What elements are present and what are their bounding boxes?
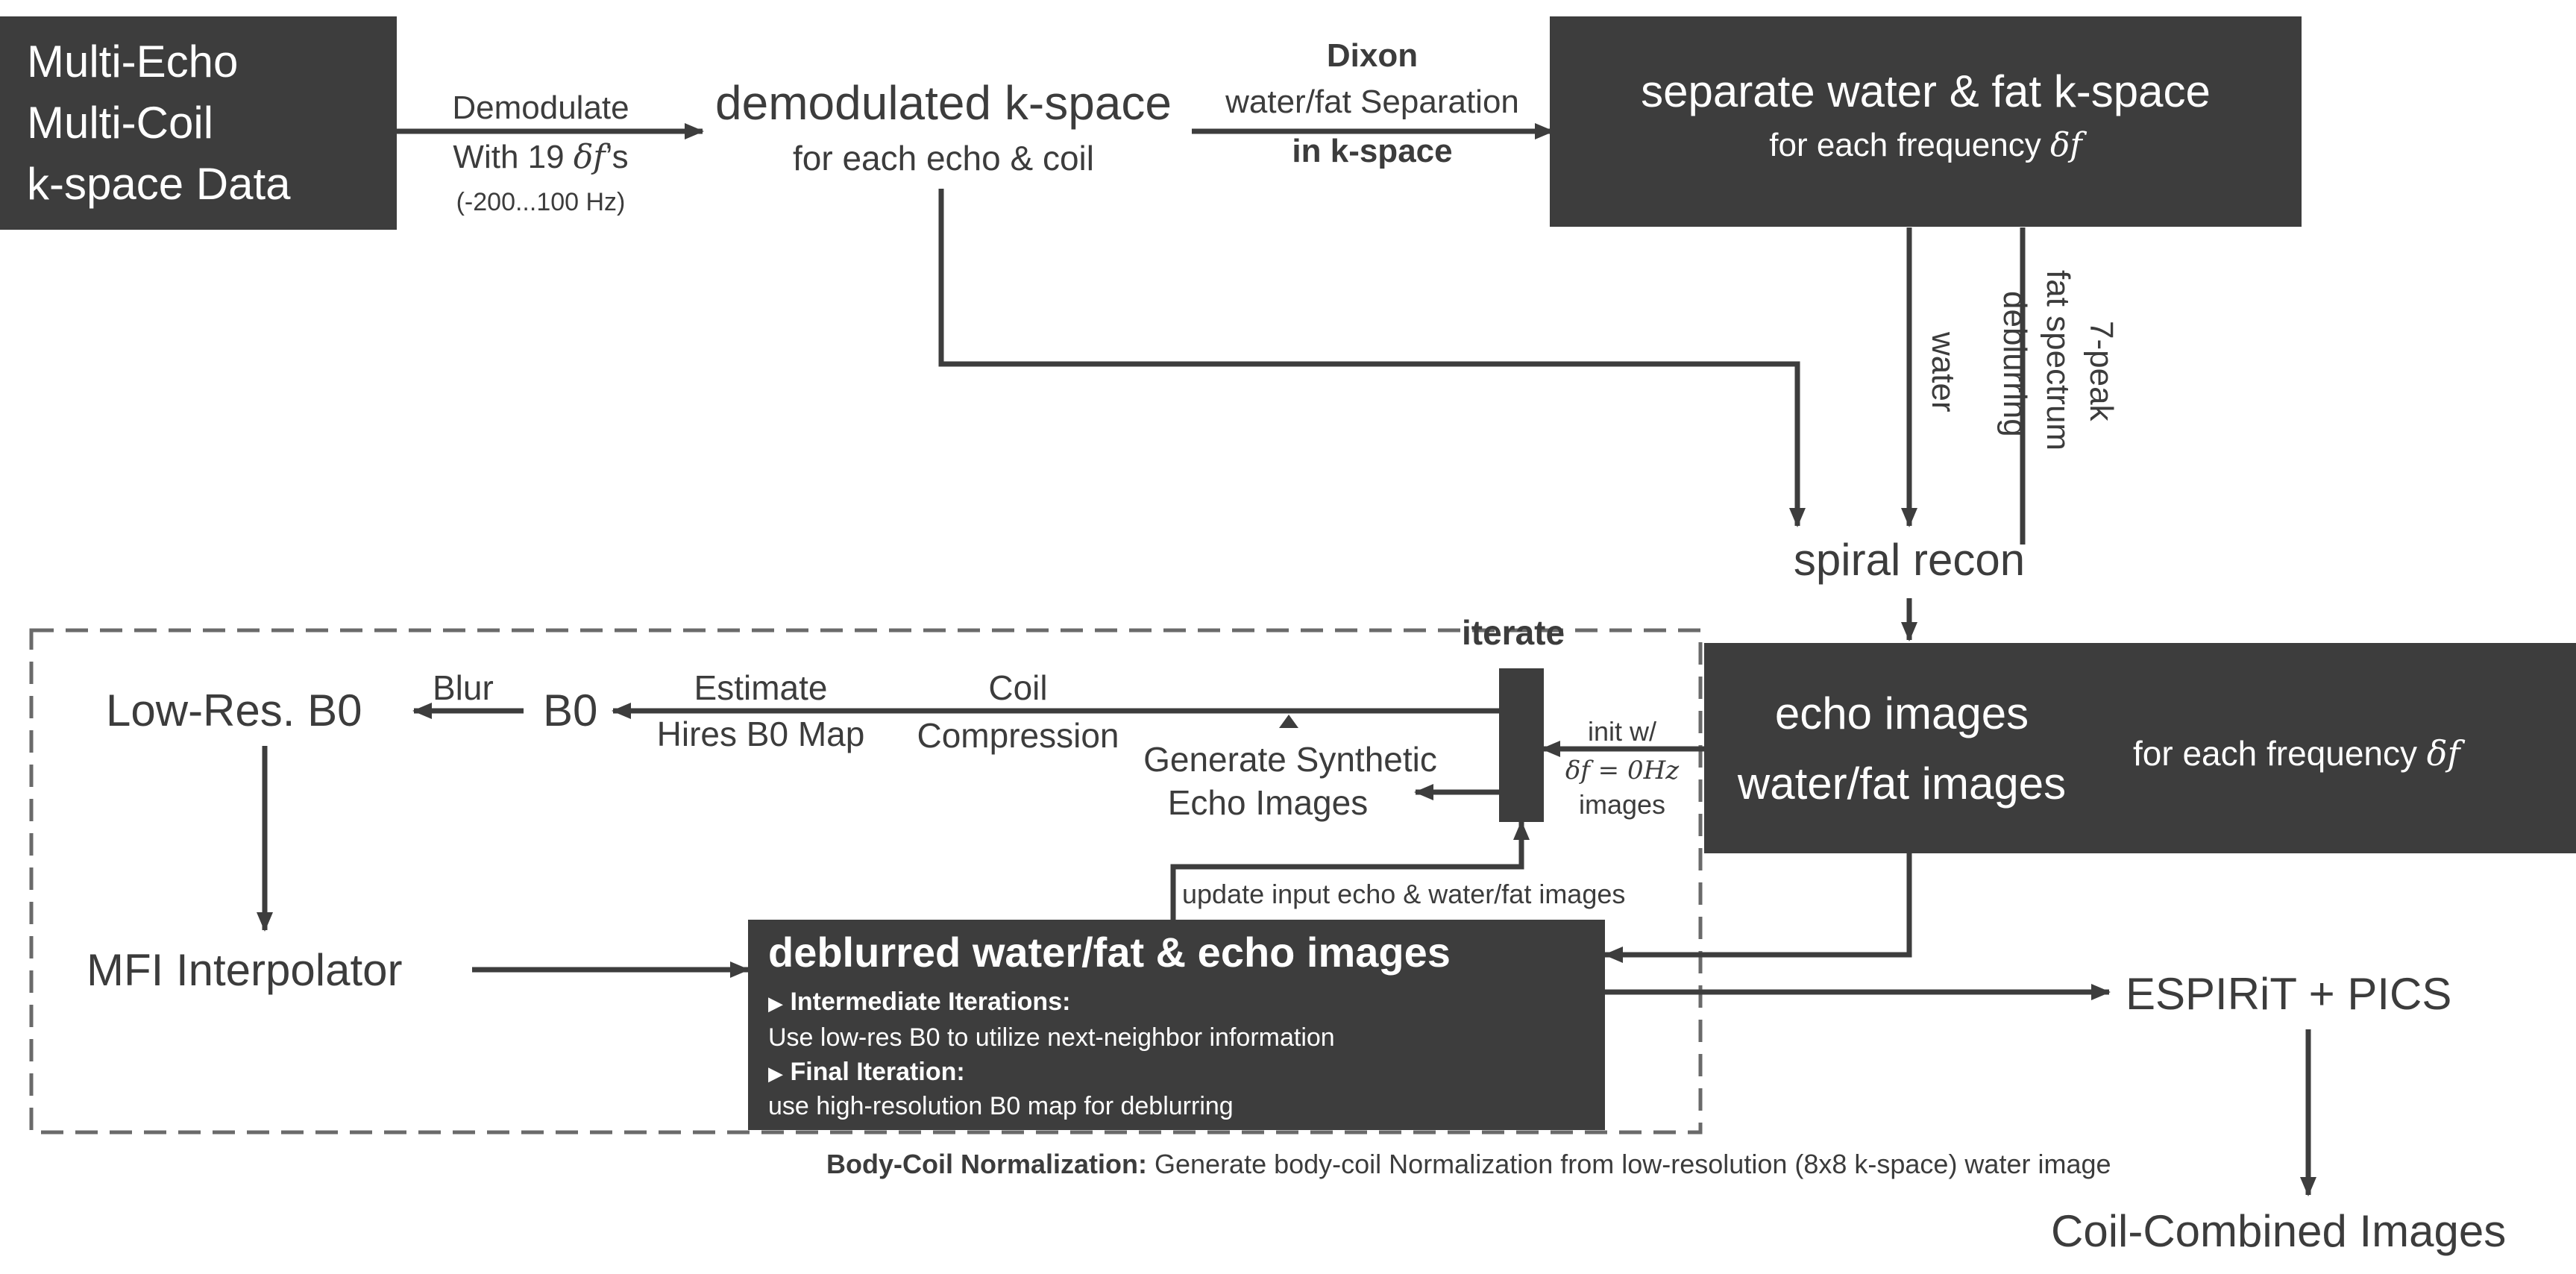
dixon-line-2: water/fat Separation [1225, 84, 1519, 120]
delta-f-symbol: δf [2426, 733, 2460, 774]
deblurred-images-box [748, 920, 1605, 1130]
bullet-icon: ▶ [768, 993, 783, 1015]
estimate-line-1: Estimate [694, 668, 828, 707]
demodulate-line-2: With 19 δf’s [399, 138, 682, 177]
deblurred-item-1-head: ▶ Intermediate Iterations: [768, 988, 1070, 1017]
arrow-kspace-to-recon [938, 189, 1806, 527]
synthetic-line-1: Generate Synthetic [1143, 740, 1437, 779]
spiral-recon-label: spiral recon [1793, 535, 2026, 585]
fat-label-line-2: fat spectrum [2040, 270, 2076, 451]
final-iteration-heading: Final Iteration: [790, 1058, 965, 1086]
init-line-1: init w/ [1587, 716, 1657, 747]
demodulate-line-2-prefix: With 19 [453, 139, 574, 175]
blur-label: Blur [433, 668, 494, 707]
arrow-update-iterate [1170, 820, 1530, 920]
init-line-2: δf = 0Hz [1565, 756, 1680, 785]
dixon-line-3: in k-space [1292, 133, 1453, 169]
input-data-box [0, 16, 397, 230]
coil-compression-line-2: Compression [917, 716, 1119, 755]
coil-combined-label: Coil-Combined Images [2051, 1206, 2507, 1256]
echo-images-line-1: echo images [1774, 688, 2029, 738]
echo-frequency-prefix: for each frequency [2133, 734, 2427, 773]
water-label: water [1925, 332, 1961, 412]
demodulate-range: (-200...100 Hz) [456, 188, 626, 216]
normalization-text: Generate body-coil Normalization from lo… [1147, 1149, 2111, 1179]
body-coil-normalization: Body-Coil Normalization: Generate body-c… [826, 1149, 2111, 1179]
input-line-3: k-space Data [27, 159, 291, 209]
separate-subtitle-prefix: for each frequency [1769, 127, 2050, 163]
synthetic-pointer [1279, 715, 1298, 728]
update-label: update input echo & water/fat images [1182, 879, 1626, 909]
demodulate-label: Demodulate [399, 90, 682, 128]
echo-images-box [1704, 643, 2576, 853]
intermediate-iterations-heading: Intermediate Iterations: [790, 988, 1071, 1016]
demodulate-line-2-suffix: ’s [605, 139, 629, 175]
deblurred-item-1-text: Use low-res B0 to utilize next-neighbor … [768, 1023, 1335, 1052]
coil-compression-line-1: Coil [988, 668, 1048, 707]
arrow-echo-to-deblurred [1603, 852, 1912, 963]
synthetic-line-2: Echo Images [1167, 783, 1369, 822]
deblurred-item-2-head: ▶ Final Iteration: [768, 1058, 965, 1087]
echo-images-line-2: water/fat images [1737, 759, 2067, 809]
bullet-icon: ▶ [768, 1063, 783, 1085]
input-line-2: Multi-Coil [27, 98, 214, 148]
separate-title: separate water & fat k-space [1641, 66, 2211, 116]
normalization-heading: Body-Coil Normalization: [826, 1149, 1147, 1179]
demod-kspace-title: demodulated k-space [715, 76, 1172, 130]
iterate-bar [1499, 668, 1544, 822]
deblurred-title: deblurred water/fat & echo images [768, 929, 1451, 976]
delta-f-symbol: δf [2049, 126, 2082, 164]
espirit-pics-label: ESPIRiT + PICS [2126, 969, 2452, 1019]
fat-label-line-1: 7-peak [2083, 321, 2120, 421]
demod-kspace-subtitle: for each echo & coil [792, 139, 1094, 178]
iteration-region-border [29, 628, 1703, 1135]
delta-f-symbol: δf [573, 138, 606, 176]
estimate-line-2: Hires B0 Map [656, 715, 865, 753]
fat-label-line-3: deblurring [1997, 291, 2033, 437]
echo-frequency-label: for each frequency δf [2133, 734, 2460, 774]
iterate-label: iterate [1462, 613, 1565, 652]
low-res-b0-label: Low-Res. B0 [106, 685, 362, 735]
dixon-line-1: Dixon [1326, 37, 1419, 74]
init-line-3: images [1578, 789, 1666, 820]
demodulate-line-1: Demodulate [452, 90, 629, 126]
separate-kspace-box [1550, 16, 2302, 227]
deblurred-item-2-text: use high-resolution B0 map for deblurrin… [768, 1092, 1234, 1120]
mfi-interpolator-label: MFI Interpolator [87, 945, 403, 995]
separate-subtitle: for each frequency δf [1550, 126, 2302, 165]
b0-label: B0 [543, 685, 598, 735]
input-line-1: Multi-Echo [27, 37, 239, 87]
